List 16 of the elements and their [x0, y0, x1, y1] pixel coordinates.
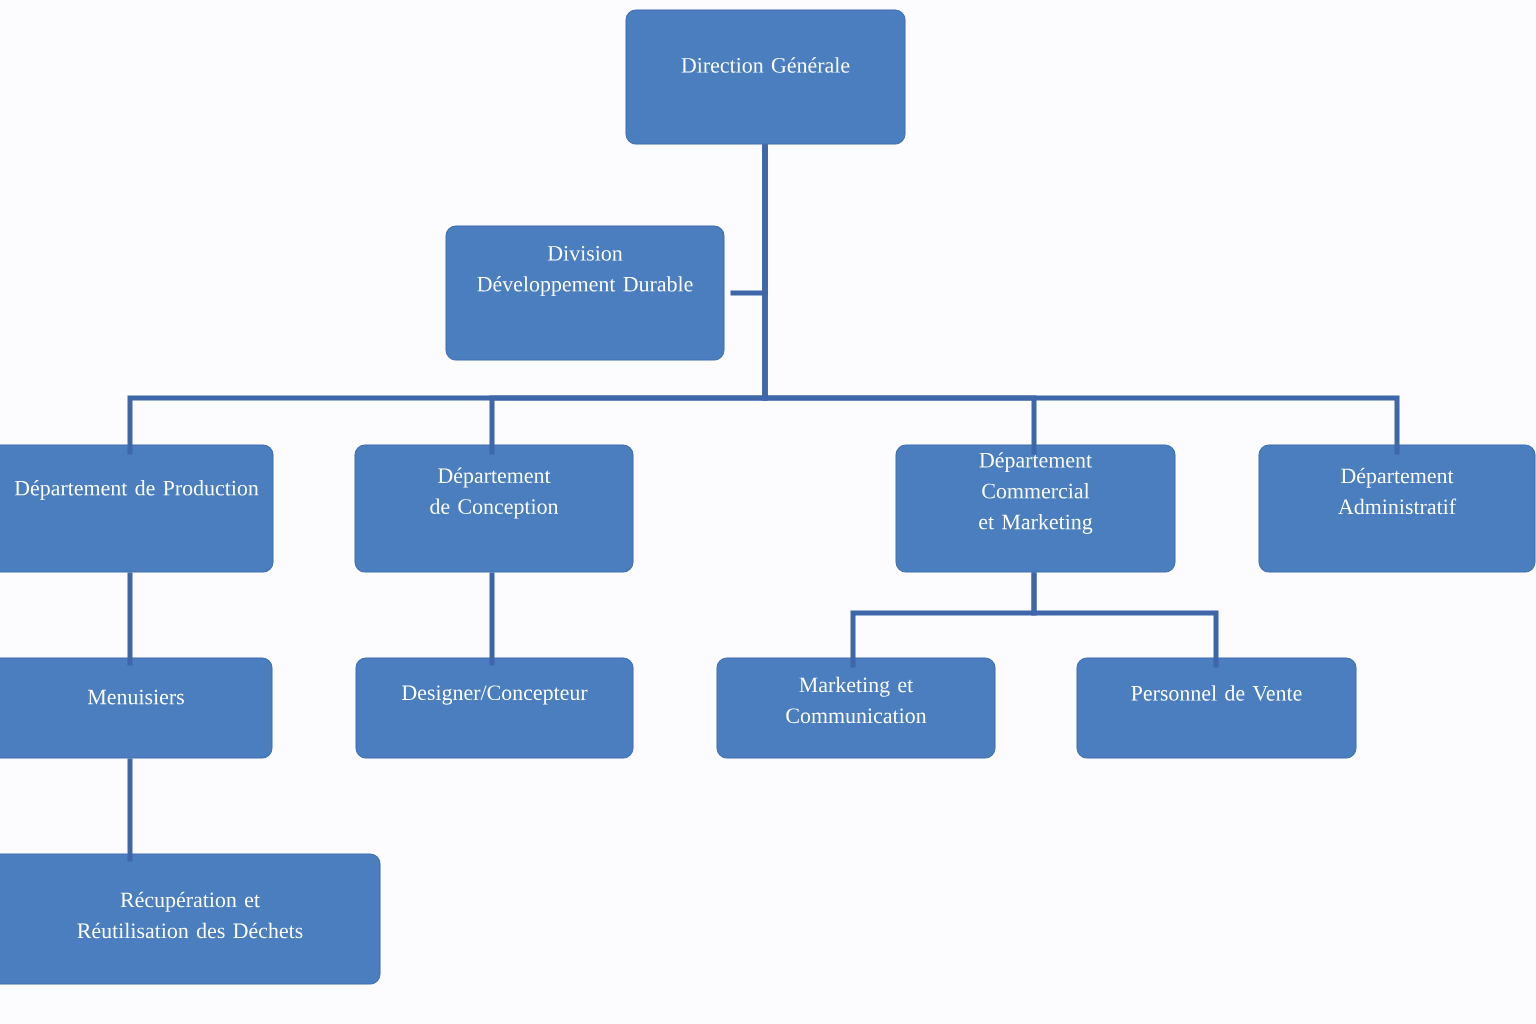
org-box: Département de Production [0, 444, 274, 573]
org-box: Département de Conception [354, 444, 634, 573]
org-box: Personnel de Vente [1076, 657, 1357, 759]
connector-line [127, 572, 133, 666]
org-box: Direction Générale [625, 9, 906, 145]
org-box: Récupération et Réutilisation des Déchets [0, 853, 381, 985]
org-box: Division Développement Durable [445, 225, 725, 361]
connector-line [489, 572, 495, 666]
connector-line [1031, 572, 1219, 668]
org-box: Département Commercial et Marketing [895, 444, 1176, 573]
connector-line [762, 144, 1400, 455]
org-box: Menuisiers [0, 657, 273, 759]
org-box: Marketing et Communication [716, 657, 996, 759]
org-box: Département Administratif [1258, 444, 1536, 573]
org-box: Designer/Concepteur [355, 657, 634, 759]
connector-line [127, 758, 133, 862]
